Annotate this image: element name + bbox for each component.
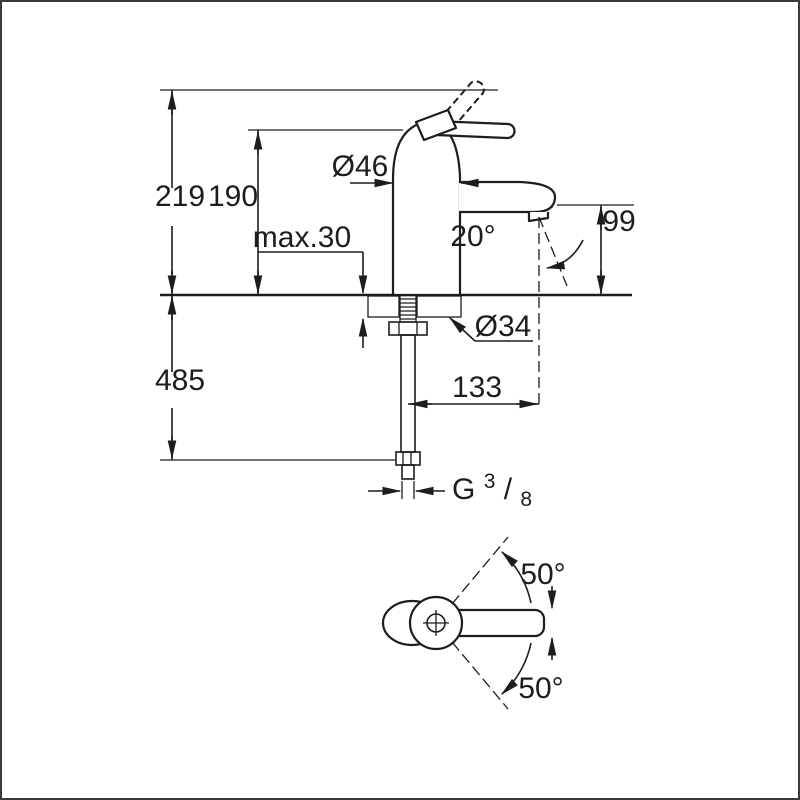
swivel-arc-lower: [501, 642, 532, 695]
spout: [459, 180, 557, 214]
counter-section-left: [367, 295, 400, 318]
dim-label-body-height: 190: [208, 180, 258, 213]
dim-label-thread-size: G 3 / 8: [452, 462, 532, 511]
dim-body-diameter: Ø46: [332, 150, 479, 188]
swivel-line-lower: [451, 641, 509, 710]
dim-hole-diameter: Ø34: [449, 310, 533, 343]
swivel-line-upper: [451, 536, 509, 605]
dim-label-max-mounting-thickness: max.30: [253, 221, 351, 254]
thread-slash: /: [504, 473, 513, 506]
dim-label-swivel-upper: 50°: [520, 558, 565, 591]
mounting-nut: [388, 321, 428, 336]
dim-spout-angle: 20°: [450, 216, 584, 404]
hose-connector-nut: [395, 451, 421, 466]
counter-section-right: [416, 295, 462, 318]
outlet-axis-inclined: [538, 216, 568, 287]
swivel-arc-upper: [501, 551, 532, 604]
dim-total-height: 219: [155, 90, 205, 295]
dim-label-spout-reach: 133: [452, 371, 502, 404]
lever-open-position: [438, 80, 485, 131]
handle-top-view: [448, 608, 546, 638]
dim-spout-height: 99: [596, 205, 636, 295]
mounting-surface: [160, 293, 632, 318]
dim-max-mounting-thickness: max.30: [253, 221, 368, 348]
dim-label-total-height: 219: [155, 180, 205, 213]
extension-lines: [160, 89, 634, 461]
flexible-hose: [400, 334, 416, 453]
dim-label-hole-diameter: Ø34: [475, 310, 532, 343]
dim-spout-reach: 133: [408, 371, 539, 409]
thread-prefix: G: [452, 473, 475, 506]
shank-threads: [400, 298, 416, 320]
dim-label-swivel-lower: 50°: [518, 672, 563, 705]
under-counter-parts: [388, 294, 428, 480]
hose-thread-end: [401, 464, 415, 480]
angle-arc-arrow: [545, 239, 584, 270]
top-view: 50° 50°: [381, 536, 566, 710]
thread-denominator: 8: [520, 488, 532, 511]
lever-pivot-block: [414, 108, 458, 142]
dim-label-hose-length: 485: [155, 364, 205, 397]
dim-label-body-diameter: Ø46: [332, 150, 389, 183]
dim-thread-size: G 3 / 8: [368, 462, 532, 511]
faucet-body: [391, 120, 462, 297]
center-crosshair: [423, 610, 449, 636]
hose-connector-facets: [402, 452, 412, 465]
thread-numerator: 3: [484, 470, 496, 493]
dim-body-height: 190: [208, 130, 263, 295]
side-view: 219 190 485 Ø46: [155, 80, 636, 511]
faucet-side-outline: [391, 80, 557, 297]
dim-label-spout-angle: 20°: [450, 220, 495, 253]
mounting-nut-facets: [398, 322, 418, 335]
dim-hose-length: 485: [155, 295, 205, 460]
dim-label-spout-height: 99: [602, 205, 635, 238]
